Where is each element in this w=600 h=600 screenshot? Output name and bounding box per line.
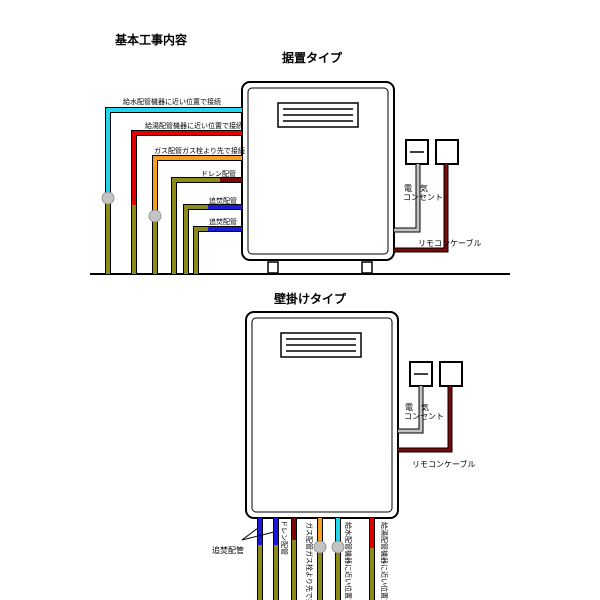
top-label-reheat-1: 追焚配管 bbox=[209, 196, 237, 205]
top-label-hot-water: 給湯配管機器に近い位置で接続 bbox=[145, 121, 243, 130]
bottom-power-outlet bbox=[409, 361, 463, 387]
top-remote-cable bbox=[394, 164, 448, 252]
bottom-label-water-supply: 給水配管機器に近い位置で接続 bbox=[344, 522, 353, 600]
bottom-unit-vent bbox=[280, 332, 362, 358]
top-unit-foot-right bbox=[361, 261, 373, 274]
bottom-section: 追焚配管 ドレン配管 ガス配管ガス栓より先で接続 給水配管機器に近い位置で接続 … bbox=[212, 311, 476, 600]
bottom-power-cable bbox=[398, 386, 423, 433]
top-label-gas: ガス配管ガス栓より先で接続 bbox=[154, 146, 245, 155]
top-power-label-2: コンセント bbox=[403, 193, 443, 202]
top-pipe-water-supply bbox=[101, 107, 242, 274]
bottom-power-label-1: 電 気 bbox=[405, 402, 429, 412]
page-title: 基本工事内容 bbox=[114, 32, 187, 47]
top-unit-inner-panel bbox=[247, 87, 389, 255]
bottom-pipe-gas bbox=[313, 518, 327, 600]
top-label-drain: ドレン配管 bbox=[201, 169, 236, 178]
bottom-label-gas: ガス配管ガス栓より先で接続 bbox=[305, 522, 314, 600]
bottom-remote-label: リモコンケーブル bbox=[412, 459, 476, 469]
top-remote-label: リモコンケーブル bbox=[418, 238, 482, 248]
bottom-power-label-2: コンセント bbox=[404, 412, 444, 421]
bottom-reheat-leader-1 bbox=[241, 527, 259, 541]
top-power-label-1: 電 気 bbox=[404, 183, 428, 193]
top-power-cable bbox=[394, 164, 420, 232]
bottom-pipe-water-supply bbox=[331, 518, 345, 600]
top-power-outlet bbox=[405, 139, 459, 165]
top-unit-foot-left bbox=[267, 261, 279, 274]
bottom-reheat-leader-2 bbox=[241, 531, 275, 541]
bottom-unit-inner-panel bbox=[251, 317, 393, 513]
bottom-label-drain: ドレン配管 bbox=[280, 520, 289, 555]
top-pipe-reheat-2 bbox=[193, 226, 242, 274]
top-label-reheat-2: 追焚配管 bbox=[209, 217, 237, 226]
top-pipe-reheat-1 bbox=[183, 204, 242, 274]
bottom-label-reheat: 追焚配管 bbox=[212, 545, 244, 555]
top-pipe-gas bbox=[148, 155, 242, 274]
top-section-title: 据置タイプ bbox=[282, 50, 343, 65]
bottom-remote-cable bbox=[398, 386, 452, 452]
top-label-water-supply: 給水配管機器に近い位置で接続 bbox=[123, 97, 221, 106]
top-pipe-hot-water bbox=[131, 130, 242, 274]
bottom-label-hot-water: 給湯配管機器に近い位置で接続 bbox=[380, 522, 389, 600]
top-pipe-drain bbox=[171, 177, 242, 274]
top-unit-vent bbox=[277, 102, 359, 128]
top-section: 給水配管機器に近い位置で接続 給湯配管機器に近い位置で接続 ガス配管ガス栓より先… bbox=[90, 81, 510, 275]
bottom-section-title: 壁掛けタイプ bbox=[274, 291, 347, 306]
